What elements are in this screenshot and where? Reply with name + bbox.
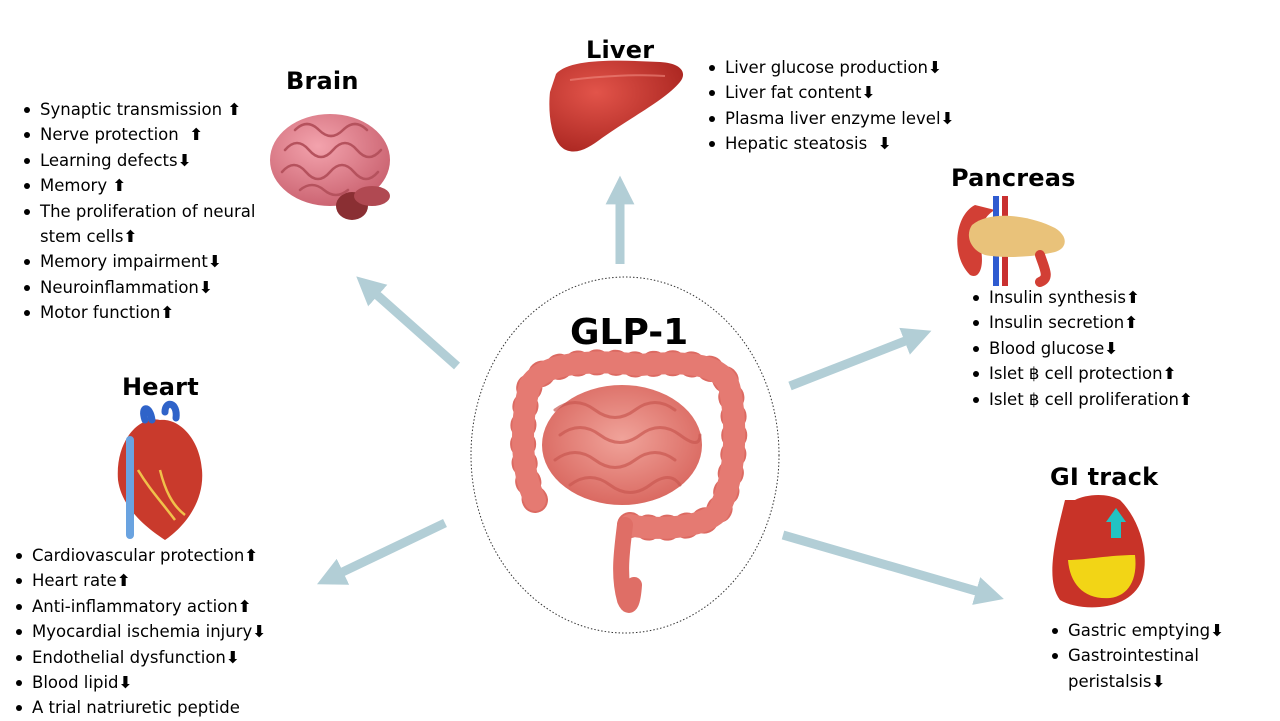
brain-icon: [270, 114, 390, 220]
list-item: The proliferation of neural stem cells⬆: [22, 199, 285, 250]
arrow-to-brain: [356, 276, 460, 370]
list-item: Myocardial ischemia injury⬇: [14, 619, 266, 644]
list-item: Blood lipid⬇: [14, 670, 266, 695]
heart-title: Heart: [122, 373, 199, 401]
list-item: Gastric emptying⬇: [1050, 618, 1238, 643]
list-item: Insulin synthesis⬆: [971, 285, 1193, 310]
list-item: Insulin secretion⬆: [971, 310, 1193, 335]
intestine-icon: [510, 349, 748, 613]
list-item: Anti-inflammatory action⬆: [14, 594, 266, 619]
list-item: A trial natriuretic peptide: [14, 695, 266, 720]
liver-title: Liver: [586, 36, 655, 64]
list-item: Memory impairment⬇: [22, 249, 285, 274]
list-item: Blood glucose⬇: [971, 336, 1193, 361]
gi-title: GI track: [1050, 463, 1159, 491]
arrow-to-gi: [781, 530, 1004, 605]
liver-icon: [549, 60, 684, 152]
list-item: Islet ฿ cell protection⬆: [971, 361, 1193, 386]
list-item: Liver glucose production⬇: [707, 55, 954, 80]
arrow-to-pancreas: [788, 327, 932, 391]
center-title: GLP-1: [570, 312, 689, 353]
liver-effects-list: Liver glucose production⬇ Liver fat cont…: [707, 55, 954, 157]
list-item: Neuroinflammation⬇: [22, 275, 285, 300]
list-item: Gastrointestinal peristalsis⬇: [1050, 643, 1238, 694]
gi-effects-list: Gastric emptying⬇ Gastrointestinal peris…: [1050, 618, 1238, 694]
list-item: Synaptic transmission ⬆: [22, 97, 285, 122]
list-item: Endothelial dysfunction⬇: [14, 645, 266, 670]
list-item: Heart rate⬆: [14, 568, 266, 593]
list-item: Islet ฿ cell proliferation⬆: [971, 387, 1193, 412]
list-item: Plasma liver enzyme level⬇: [707, 106, 954, 131]
list-item: Nerve protection ⬆: [22, 122, 285, 147]
list-item: Hepatic steatosis ⬇: [707, 131, 954, 156]
arrow-to-heart: [317, 518, 447, 585]
list-item: Learning defects⬇: [22, 148, 285, 173]
pancreas-effects-list: Insulin synthesis⬆ Insulin secretion⬆ Bl…: [971, 285, 1193, 412]
list-item: Cardiovascular protection⬆: [14, 543, 266, 568]
brain-effects-list: Synaptic transmission ⬆ Nerve protection…: [22, 97, 285, 326]
heart-effects-list: Cardiovascular protection⬆ Heart rate⬆ A…: [14, 543, 266, 721]
heart-icon: [117, 400, 203, 540]
brain-title: Brain: [286, 67, 359, 95]
stomach-icon: [1052, 495, 1145, 608]
list-item: Memory ⬆: [22, 173, 285, 198]
list-item: Liver fat content⬇: [707, 80, 954, 105]
pancreas-title: Pancreas: [951, 164, 1076, 192]
pancreas-icon: [957, 196, 1065, 287]
list-item: Motor function⬆: [22, 300, 285, 325]
center-ellipse: [470, 276, 780, 634]
